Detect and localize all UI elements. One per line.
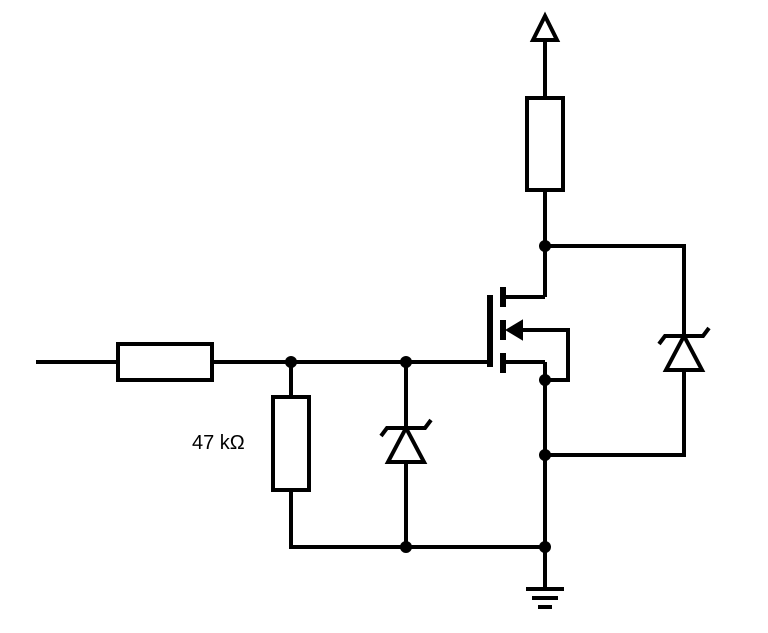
gate-pulldown-resistor — [271, 395, 311, 492]
gate-zener-triangle — [384, 423, 428, 464]
junction-node — [400, 541, 412, 553]
load-resistor — [525, 96, 565, 192]
body-wire — [520, 328, 570, 382]
drain-source-zener-diode — [657, 326, 711, 372]
mosfet-body-arrow — [505, 319, 523, 341]
junctions — [285, 240, 551, 553]
wires — [36, 40, 686, 588]
gate-zener-cathode-bar — [379, 418, 433, 438]
mosfet — [487, 287, 523, 373]
gate-zener-diode — [379, 418, 433, 464]
gate-pulldown-resistor-label: 47 kΩ — [192, 432, 245, 454]
right-zener-top-wire — [545, 244, 686, 457]
junction-node — [400, 356, 412, 368]
ground — [526, 587, 564, 609]
right-zener-cathode-bar — [657, 326, 711, 346]
junction-node — [539, 541, 551, 553]
right-zener-triangle — [662, 331, 706, 372]
junction-node — [539, 240, 551, 252]
junction-node — [539, 449, 551, 461]
junction-node — [539, 374, 551, 386]
supply-terminal — [529, 11, 561, 42]
ground-bus — [289, 490, 545, 549]
junction-node — [285, 356, 297, 368]
input-resistor — [116, 342, 214, 382]
